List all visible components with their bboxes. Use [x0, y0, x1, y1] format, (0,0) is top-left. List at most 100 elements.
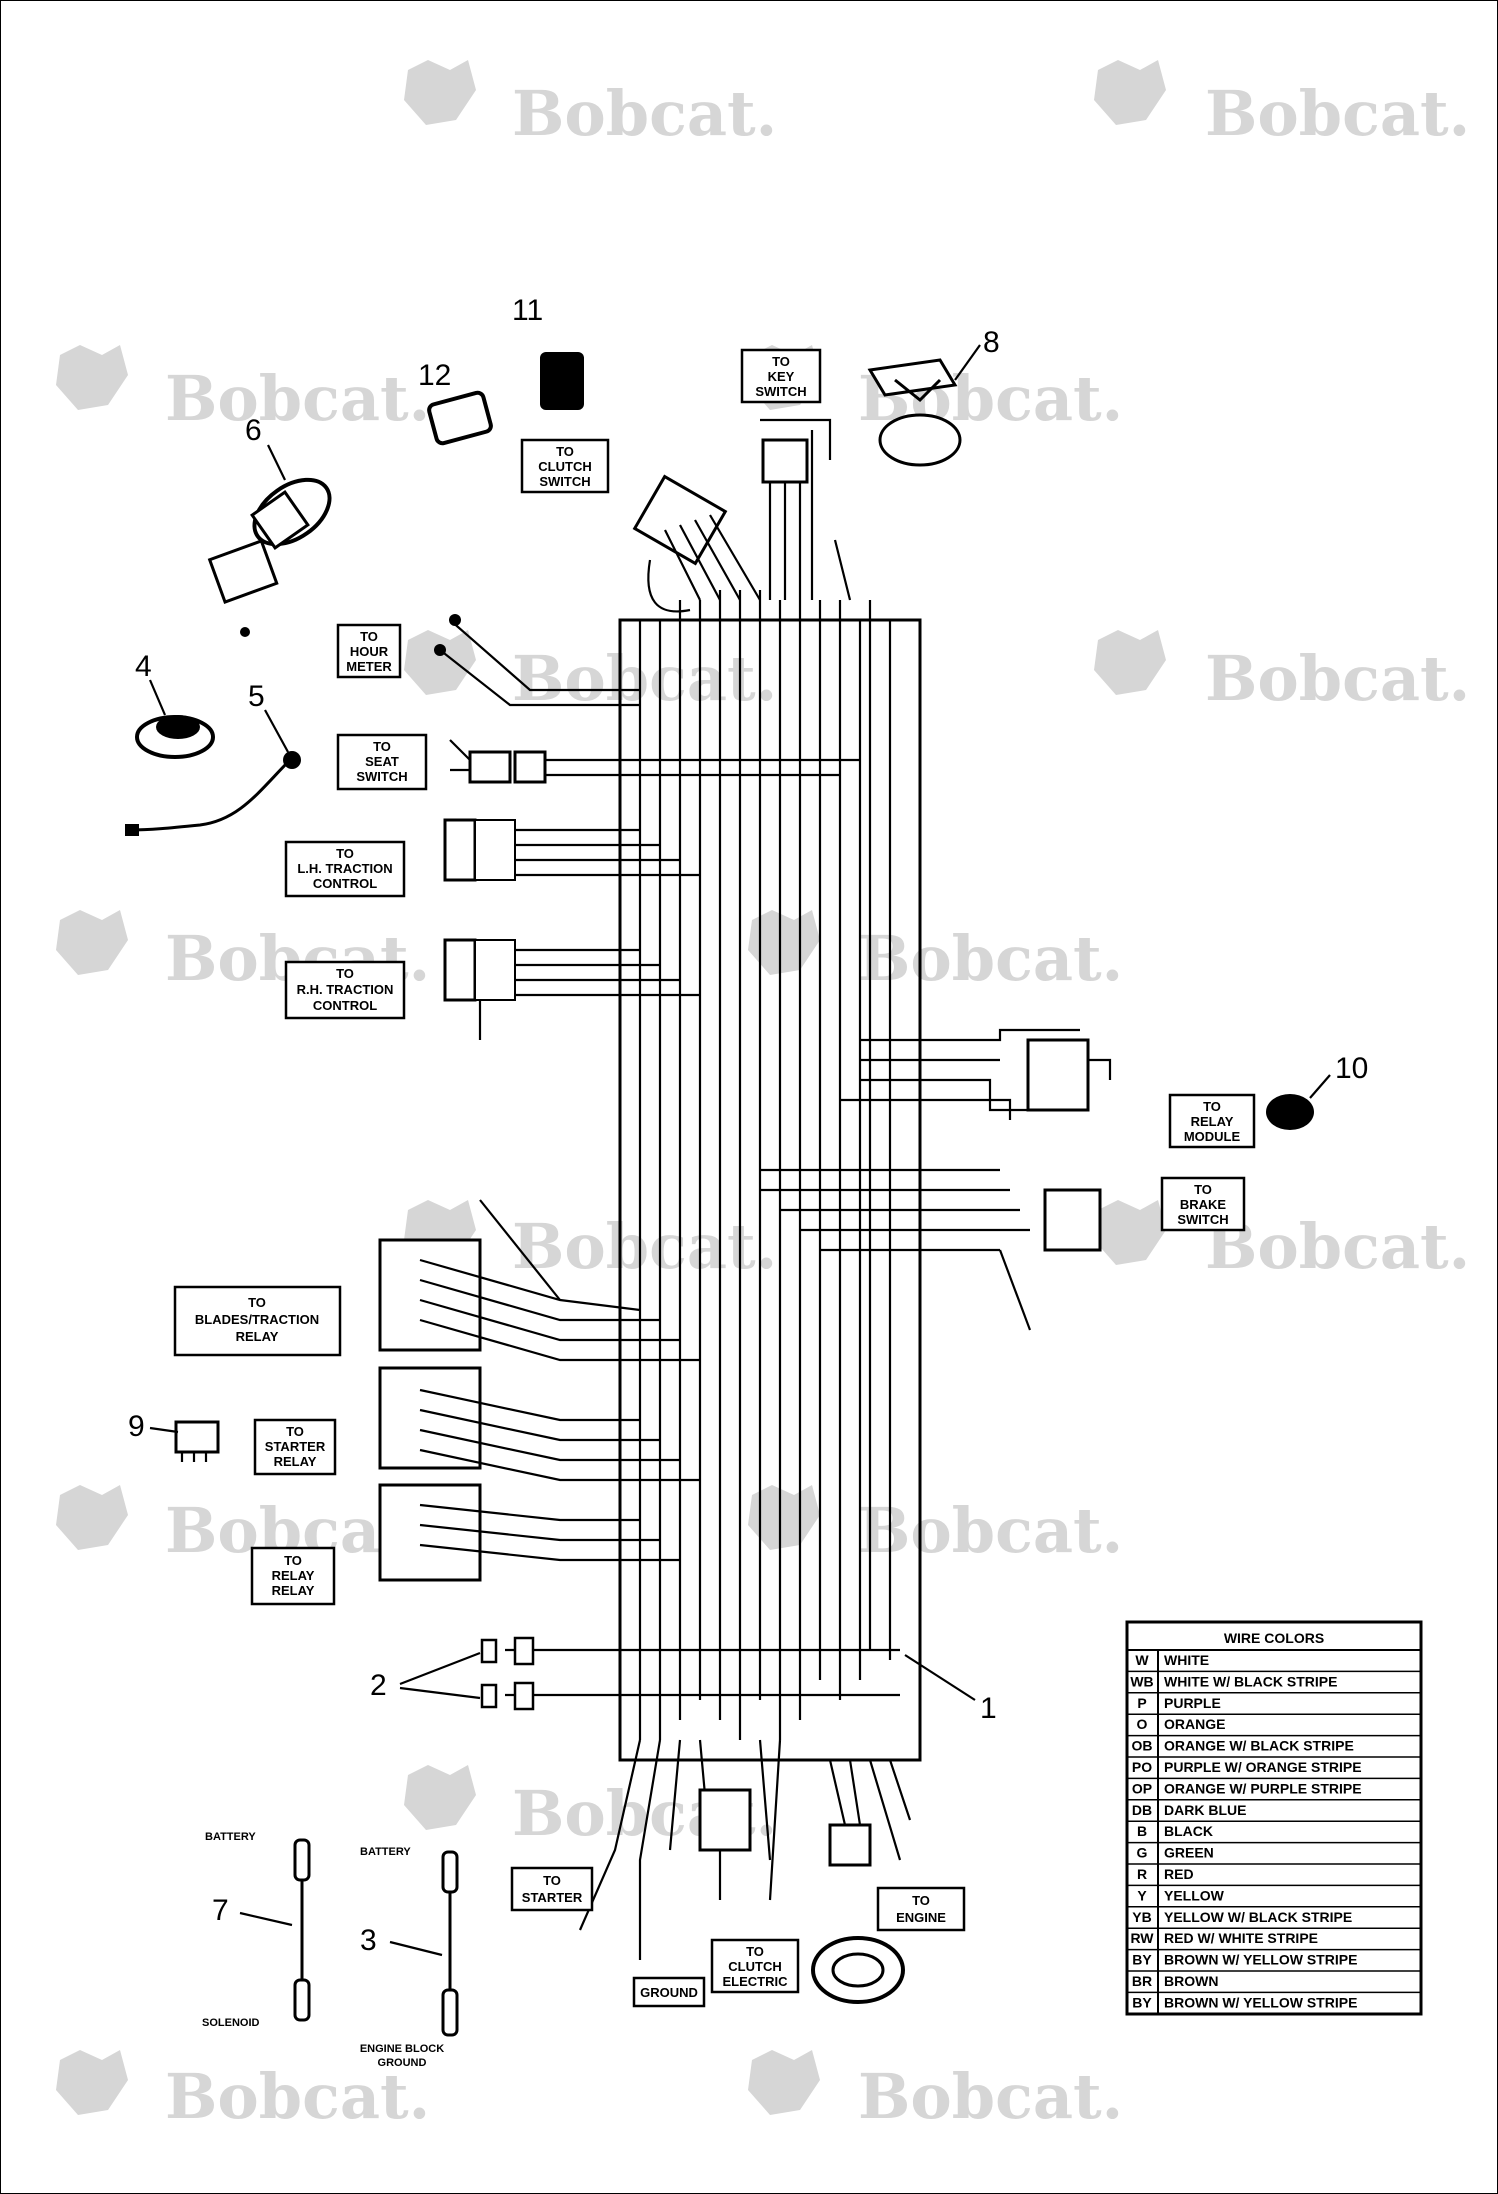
- relay-module-icon: [1266, 1094, 1314, 1130]
- watermark-text: Bobcat.: [1205, 1210, 1470, 1283]
- callout-4: 4: [135, 650, 152, 683]
- svg-text:CONTROL: CONTROL: [313, 876, 377, 891]
- watermark-logo: Bobcat.: [56, 345, 430, 435]
- legend-code: G: [1137, 1845, 1148, 1861]
- svg-text:RELAY: RELAY: [272, 1583, 315, 1598]
- legend-color-name: ORANGE W/ BLACK STRIPE: [1164, 1738, 1354, 1754]
- watermark-text: Bobcat.: [512, 1210, 777, 1283]
- label-starter-relay: TO STARTER RELAY: [253, 1418, 337, 1476]
- label-relay-module: TO RELAY MODULE: [1168, 1093, 1256, 1149]
- svg-text:TO: TO: [772, 354, 790, 369]
- label-lh-traction: TO L.H. TRACTION CONTROL: [284, 840, 406, 898]
- legend-color-name: BLACK: [1164, 1823, 1213, 1839]
- svg-text:ENGINE: ENGINE: [896, 1910, 946, 1925]
- legend-code: PO: [1132, 1759, 1152, 1775]
- hour-meter-icon: [207, 477, 332, 637]
- svg-text:R.H. TRACTION: R.H. TRACTION: [297, 982, 394, 997]
- legend-color-name: ORANGE W/ PURPLE STRIPE: [1164, 1780, 1362, 1796]
- battery-cable-icon: [293, 1838, 311, 2022]
- svg-text:CLUTCH: CLUTCH: [538, 459, 591, 474]
- battery-a-label: BATTERY: [205, 1831, 256, 1843]
- legend-color-name: BROWN: [1164, 1973, 1218, 1989]
- legend-color-name: BROWN W/ YELLOW STRIPE: [1164, 1994, 1357, 2010]
- watermark-text: Bobcat.: [165, 2060, 430, 2133]
- svg-text:TO: TO: [746, 1944, 764, 1959]
- svg-text:RELAY: RELAY: [236, 1329, 279, 1344]
- svg-text:STARTER: STARTER: [522, 1890, 583, 1905]
- legend-code: W: [1135, 1652, 1149, 1668]
- watermark-logo: Bobcat.: [1094, 630, 1470, 715]
- svg-text:HOUR: HOUR: [350, 644, 389, 659]
- svg-text:TO: TO: [912, 1893, 930, 1908]
- legend-color-name: DARK BLUE: [1164, 1802, 1246, 1818]
- top-connectors: [632, 418, 852, 613]
- left-branches: [434, 614, 860, 1040]
- svg-text:SWITCH: SWITCH: [539, 474, 590, 489]
- legend-color-name: WHITE: [1164, 1652, 1209, 1668]
- svg-text:TO: TO: [248, 1295, 266, 1310]
- legend-code: Y: [1137, 1887, 1147, 1903]
- svg-text:SWITCH: SWITCH: [755, 384, 806, 399]
- label-seat-switch: TO SEAT SWITCH: [336, 733, 428, 791]
- svg-text:L.H. TRACTION: L.H. TRACTION: [297, 861, 392, 876]
- legend-color-name: YELLOW: [1164, 1887, 1225, 1903]
- legend-title: WIRE COLORS: [1224, 1630, 1324, 1646]
- watermark-text: Bobcat.: [858, 922, 1123, 995]
- legend-color-name: RED W/ WHITE STRIPE: [1164, 1930, 1318, 1946]
- watermark-logo: Bobcat.: [748, 1485, 1123, 1567]
- watermark-logo: Bobcat.: [56, 2050, 430, 2133]
- watermark-logo: Bobcat.: [748, 2050, 1123, 2133]
- svg-text:TO: TO: [543, 1873, 561, 1888]
- legend-code: RW: [1130, 1930, 1154, 1946]
- svg-text:RELAY: RELAY: [1191, 1114, 1234, 1129]
- svg-text:GROUND: GROUND: [640, 1985, 698, 2000]
- watermarks: Bobcat. Bobcat. Bobcat. Bobcat. Bobcat. …: [56, 60, 1470, 2133]
- svg-text:TO: TO: [284, 1553, 302, 1568]
- callout-6: 6: [245, 414, 262, 447]
- label-starter: TO STARTER: [510, 1866, 594, 1912]
- svg-text:MODULE: MODULE: [1184, 1129, 1241, 1144]
- legend-code: BR: [1132, 1973, 1152, 1989]
- legend-code: R: [1137, 1866, 1147, 1882]
- ignition-switch-icon: [867, 358, 962, 467]
- watermark-logo: Bobcat.: [1094, 60, 1470, 150]
- legend-code: B: [1137, 1823, 1147, 1839]
- legend-code: YB: [1132, 1909, 1151, 1925]
- alarm-icon: [135, 715, 215, 759]
- watermark-text: Bobcat.: [512, 77, 777, 150]
- svg-text:TO: TO: [336, 966, 354, 981]
- watermark-text: Bobcat.: [512, 642, 777, 715]
- label-key-switch: TO KEY SWITCH: [740, 348, 822, 404]
- legend-color-name: PURPLE W/ ORANGE STRIPE: [1164, 1759, 1362, 1775]
- svg-text:TO: TO: [336, 846, 354, 861]
- legend-code: BY: [1132, 1994, 1152, 2010]
- watermark-text: Bobcat.: [858, 1494, 1123, 1567]
- legend-color-name: RED: [1164, 1866, 1194, 1882]
- legend-color-name: WHITE W/ BLACK STRIPE: [1164, 1673, 1337, 1689]
- main-harness: [618, 590, 922, 1762]
- legend-code: P: [1137, 1695, 1146, 1711]
- svg-text:CONTROL: CONTROL: [313, 998, 377, 1013]
- svg-text:TO: TO: [1203, 1099, 1221, 1114]
- label-boxes: TO KEY SWITCH TO CLUTCH SWITCH TO HOUR M…: [173, 348, 1256, 2069]
- engine-block-label-2: GROUND: [378, 2057, 427, 2069]
- svg-text:BRAKE: BRAKE: [1180, 1197, 1227, 1212]
- svg-text:TO: TO: [556, 444, 574, 459]
- svg-text:TO: TO: [373, 739, 391, 754]
- label-brake-switch: TO BRAKE SWITCH: [1160, 1176, 1246, 1232]
- svg-text:ELECTRIC: ELECTRIC: [723, 1974, 789, 1989]
- svg-text:CLUTCH: CLUTCH: [728, 1959, 781, 1974]
- watermark-text: Bobcat.: [1205, 642, 1470, 715]
- legend-color-name: GREEN: [1164, 1845, 1214, 1861]
- callout-11: 11: [512, 294, 543, 327]
- sensor-icon: [125, 751, 301, 836]
- component-icons: [125, 352, 1314, 2037]
- legend-code: BY: [1132, 1952, 1152, 1968]
- relay-blocks: [378, 1199, 700, 1582]
- svg-text:METER: METER: [346, 659, 392, 674]
- label-relay2: TO RELAY RELAY: [250, 1546, 336, 1606]
- switch-bezel-icon: [427, 390, 493, 446]
